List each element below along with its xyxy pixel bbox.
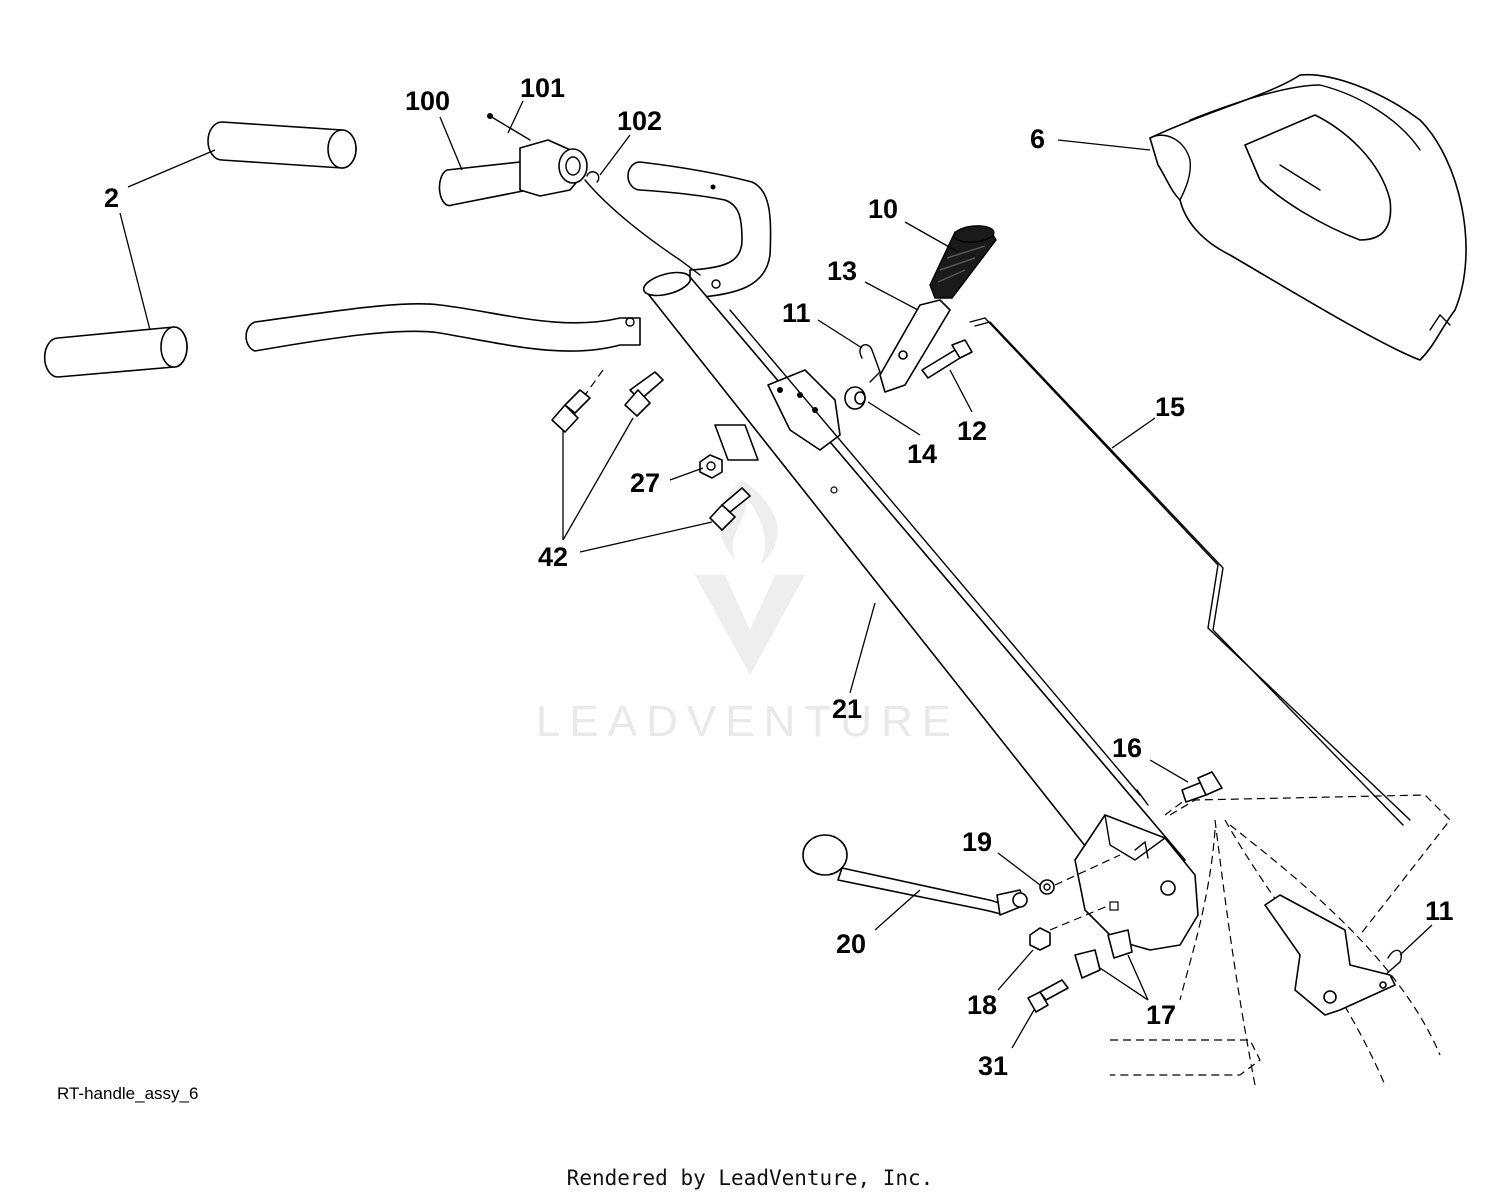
callout-102: 102	[617, 106, 662, 136]
callout-19: 19	[962, 827, 992, 857]
part-31-bolt	[1027, 979, 1069, 1013]
part-6-belt-cover	[1149, 73, 1467, 361]
callout-27: 27	[630, 468, 660, 498]
callout-2: 2	[104, 183, 119, 213]
callout-17: 17	[1146, 1000, 1176, 1030]
part-14-spacer	[844, 386, 866, 410]
control-cable	[729, 309, 1149, 806]
watermark-text: LEADVENTURE	[536, 697, 960, 746]
drawing-id: RT-handle_assy_6	[57, 1084, 199, 1103]
leadventure-watermark: LEADVENTURE	[536, 480, 960, 746]
part-17-pads	[1074, 929, 1133, 979]
callout-12: 12	[957, 416, 987, 446]
part-11-hairpin-upper	[859, 344, 881, 383]
part-13-shift-lever	[879, 299, 951, 393]
leader-lines	[119, 100, 1433, 1049]
lower-bracket	[1074, 814, 1199, 951]
part-19-washer	[1039, 854, 1121, 895]
handlebar	[245, 161, 772, 352]
callout-16: 16	[1112, 733, 1142, 763]
part-10-lever-grip	[929, 225, 997, 299]
part-100-control-lever	[438, 113, 701, 276]
callout-14: 14	[907, 439, 937, 469]
part-15-shift-rod	[969, 317, 1411, 826]
part-18-nut	[1029, 904, 1111, 951]
part-12-bolt	[921, 339, 973, 379]
callout-11-lower: 11	[1425, 896, 1454, 926]
footer-credit: Rendered by LeadVenture, Inc.	[566, 1166, 934, 1190]
part-16-bolt	[1164, 771, 1223, 816]
callout-15: 15	[1155, 392, 1185, 422]
part-11-hairpin-lower	[1369, 949, 1402, 976]
callout-21: 21	[832, 694, 862, 724]
callout-31: 31	[978, 1051, 1008, 1081]
part-20-depth-lever	[802, 834, 1028, 916]
callout-6: 6	[1030, 124, 1045, 154]
tiller-frame-dashed	[1110, 794, 1451, 1086]
callout-13: 13	[827, 256, 857, 286]
part-42-bolts	[551, 369, 751, 531]
callout-20: 20	[836, 929, 866, 959]
callout-18: 18	[967, 990, 997, 1020]
callout-42: 42	[538, 542, 568, 572]
callout-101: 101	[520, 73, 565, 103]
part-27-nut	[699, 454, 723, 479]
callout-11-upper: 11	[782, 298, 811, 328]
part-2-grips	[43, 121, 357, 378]
callout-labels: 2 100 101 102 6 10 13 11 12 14 15 27 42 …	[104, 73, 1454, 1081]
callout-10: 10	[868, 194, 898, 224]
callout-100: 100	[405, 86, 450, 116]
part-21-handle-tube	[625, 271, 1186, 891]
